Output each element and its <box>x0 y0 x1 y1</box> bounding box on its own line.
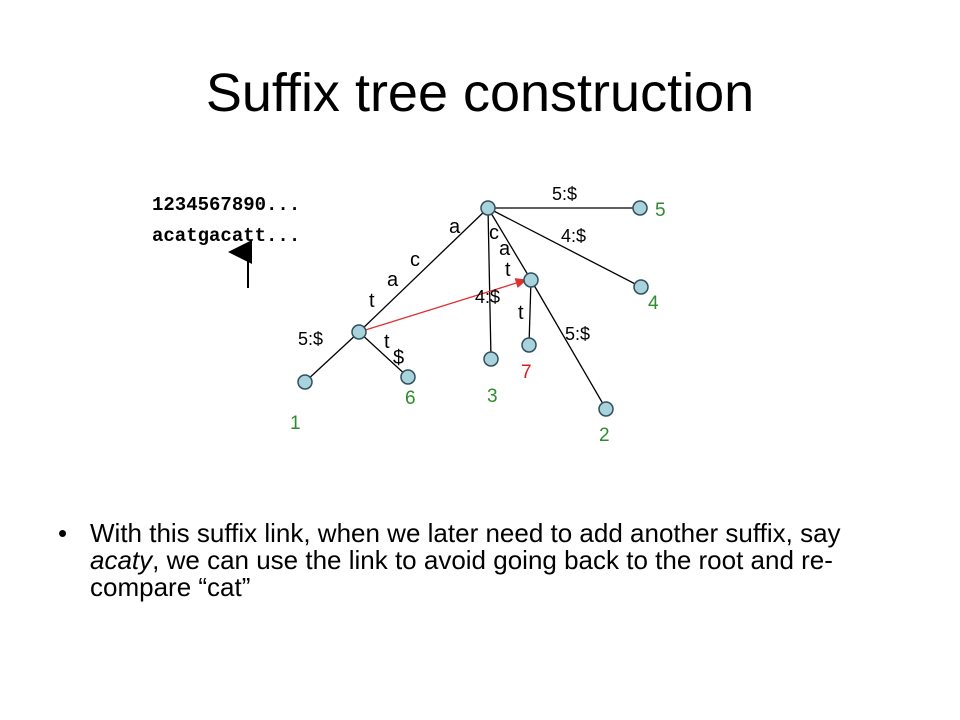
letter-a3: a <box>499 238 511 260</box>
edge-internal-7 <box>528 279 532 346</box>
bullet-dot: • <box>58 518 68 548</box>
leaf-number-3: 3 <box>487 386 498 407</box>
bullet-paragraph: • With this suffix link, when we later n… <box>58 520 908 601</box>
edge-left-6 <box>358 331 409 378</box>
bullet-text-suffix: , we can use the link to avoid going bac… <box>90 545 833 602</box>
edge-label-root-5: 5:$ <box>552 184 577 204</box>
leaf-number-6: 6 <box>405 388 416 409</box>
node-internal <box>523 272 539 288</box>
node-root <box>480 200 496 216</box>
edge-label-node3: 4:$ <box>475 287 500 307</box>
suffix-link-arrow <box>358 278 528 333</box>
letter-dollar: $ <box>393 347 404 369</box>
node-leaf-3 <box>483 351 499 367</box>
leaf-number-7: 7 <box>521 362 532 383</box>
letter-t4: t <box>384 331 390 353</box>
bullet-text: With this suffix link, when we later nee… <box>90 520 908 601</box>
edge-root-internal <box>487 207 532 281</box>
letter-c1: c <box>410 249 420 271</box>
leaf-number-4: 4 <box>648 293 659 314</box>
tree-nodes <box>297 200 649 417</box>
letter-t3: t <box>518 302 524 324</box>
edge-left-1 <box>304 331 360 383</box>
edge-label-left-1: 5:$ <box>298 329 323 349</box>
node-leaf-5 <box>632 200 648 216</box>
index-line: 1234567890... <box>152 194 300 216</box>
edge-label-internal-2: 5:$ <box>565 324 590 344</box>
string-line: acatgacatt... <box>152 225 300 247</box>
edge-root-3 <box>487 207 492 360</box>
node-leaf-1 <box>297 374 313 390</box>
letter-t2: t <box>505 259 511 281</box>
node-leaf-2 <box>598 401 614 417</box>
edge-label-root-4: 4:$ <box>561 226 586 246</box>
letter-c2: c <box>489 222 499 244</box>
edge-root-left <box>358 207 489 333</box>
node-leaf-4 <box>633 279 649 295</box>
edge-root-4 <box>487 207 642 288</box>
node-leaf-6 <box>400 369 416 385</box>
node-left <box>351 324 367 340</box>
tree-edges <box>304 207 642 410</box>
letter-t1: t <box>369 290 375 312</box>
leaf-number-2: 2 <box>599 425 610 446</box>
bullet-text-emphasis: acaty <box>90 545 153 575</box>
node-leaf-7 <box>521 337 537 353</box>
letter-a1: a <box>449 216 461 238</box>
letter-a2: a <box>387 269 399 291</box>
leaf-number-5: 5 <box>655 200 666 221</box>
bullet-text-prefix: With this suffix link, when we later nee… <box>90 518 841 548</box>
leaf-number-1: 1 <box>290 413 301 434</box>
edge-internal-2 <box>530 279 607 410</box>
slide-title: Suffix tree construction <box>205 63 755 123</box>
